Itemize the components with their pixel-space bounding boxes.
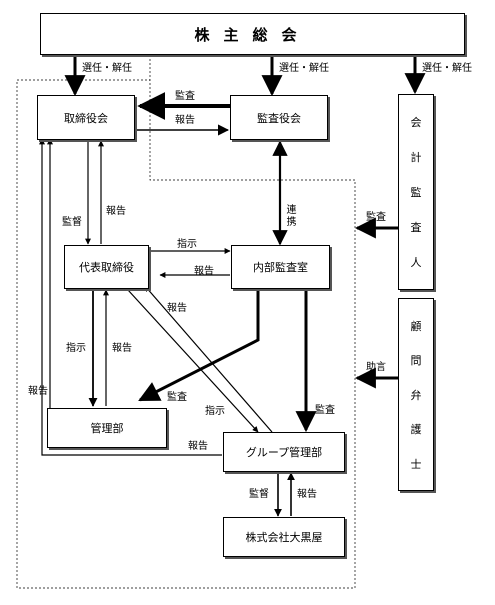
label-instruct-group: 指示 <box>205 406 225 417</box>
label-report-group-pres: 報告 <box>167 303 187 314</box>
label-report-ia: 報告 <box>194 266 214 277</box>
label-audit-group: 監査 <box>315 405 335 416</box>
accounting-auditor-box: 会計監査人 <box>398 94 434 290</box>
label-advice: 助言 <box>366 362 386 373</box>
label-report-admin-board: 報告 <box>28 386 48 397</box>
admin-dept-box: 管理部 <box>47 408 167 448</box>
label-elect-accounting: 選任・解任 <box>422 63 472 74</box>
label-liaison: 連携 <box>286 205 297 228</box>
label-report-admin: 報告 <box>112 343 132 354</box>
label-report-pres-board: 報告 <box>106 206 126 217</box>
auditors-label: 監査役会 <box>257 111 301 125</box>
shareholders-label: 株主総会 <box>194 25 311 44</box>
auditors-box: 監査役会 <box>230 95 328 140</box>
president-box: 代表取締役 <box>64 245 149 289</box>
president-label: 代表取締役 <box>79 261 134 274</box>
subsidiary-label: 株式会社大黒屋 <box>245 531 323 544</box>
label-audit-acct: 監査 <box>366 212 386 223</box>
company-boundary <box>16 55 356 589</box>
label-supervise-sub: 監督 <box>249 489 269 500</box>
board-label: 取締役会 <box>64 111 108 125</box>
group-dept-label: グループ管理部 <box>245 446 323 459</box>
label-report-board: 報告 <box>175 115 195 126</box>
board-box: 取締役会 <box>37 95 135 140</box>
accounting-auditor-label: 会計監査人 <box>410 116 422 269</box>
label-audit-board: 監査 <box>175 91 195 102</box>
label-audit-admin: 監査 <box>167 392 187 403</box>
arrow-instruct-group <box>127 289 259 433</box>
label-instruct-ia: 指示 <box>177 239 197 250</box>
internal-audit-label: 内部監査室 <box>253 261 308 274</box>
arrow-report-group-board <box>39 138 222 456</box>
legal-advisor-label: 顧問弁護士 <box>410 319 422 471</box>
internal-audit-box: 内部監査室 <box>231 245 330 289</box>
admin-dept-label: 管理部 <box>90 422 124 435</box>
label-report-sub: 報告 <box>297 489 317 500</box>
legal-advisor-box: 顧問弁護士 <box>398 298 434 491</box>
arrow-audit-admin <box>138 290 260 402</box>
shareholders-box: 株主総会 <box>40 13 465 55</box>
subsidiary-box: 株式会社大黒屋 <box>223 517 345 557</box>
label-elect-auditors: 選任・解任 <box>279 63 329 74</box>
arrow-report-group-pres <box>144 285 273 433</box>
group-dept-box: グループ管理部 <box>223 432 345 472</box>
label-supervise: 監督 <box>62 217 82 228</box>
label-elect-board: 選任・解任 <box>82 63 132 74</box>
label-instruct-admin: 指示 <box>66 343 86 354</box>
label-report-group-board: 報告 <box>188 441 208 452</box>
